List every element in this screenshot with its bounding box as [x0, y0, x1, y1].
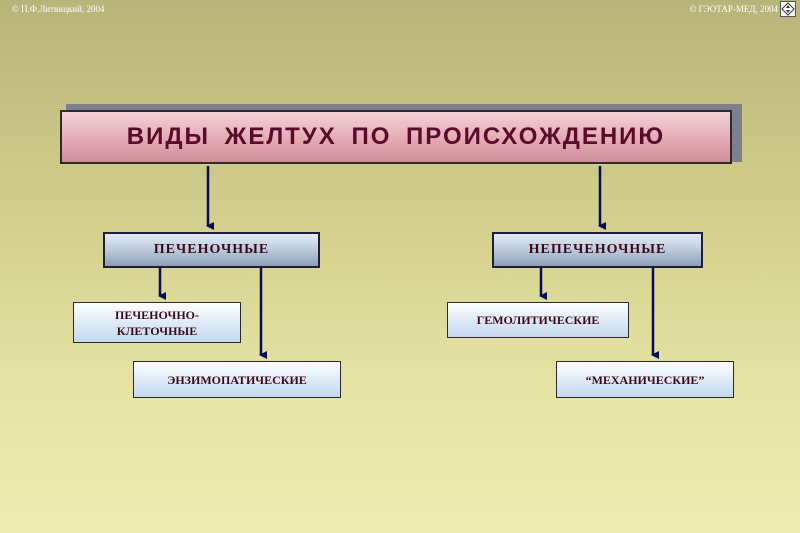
category-hepatic: ПЕЧЕНОЧНЫЕ [103, 232, 320, 268]
title-box: ВИДЫ ЖЕЛТУХ ПО ПРОИСХОЖДЕНИЮ [60, 110, 732, 164]
category-nonhepatic-label: НЕПЕЧЕНОЧНЫЕ [528, 242, 667, 257]
copyright-publisher: © ГЭОТАР-МЕД, 2004 [689, 4, 778, 14]
diagram-title: ВИДЫ ЖЕЛТУХ ПО ПРОИСХОЖДЕНИЮ [126, 123, 666, 150]
type-hemolytic: ГЕМОЛИТИЧЕСКИЕ [447, 302, 629, 338]
type-hemolytic-label: ГЕМОЛИТИЧЕСКИЕ [476, 313, 600, 327]
type-enzymopathic: ЭНЗИМОПАТИЧЕСКИЕ [133, 361, 341, 398]
navigation-diamond-icon[interactable] [780, 1, 796, 17]
category-hepatic-label: ПЕЧЕНОЧНЫЕ [153, 242, 270, 257]
type-hepatocellular: ПЕЧЕНОЧНО-КЛЕТОЧНЫЕ [73, 302, 241, 343]
type-mechanical-label: “МЕХАНИЧЕСКИЕ” [585, 372, 705, 387]
category-nonhepatic: НЕПЕЧЕНОЧНЫЕ [492, 232, 703, 268]
copyright-author: © П.Ф.Литвицкий, 2004 [12, 4, 105, 14]
type-mechanical: “МЕХАНИЧЕСКИЕ” [556, 361, 734, 398]
type-enzymopathic-label: ЭНЗИМОПАТИЧЕСКИЕ [167, 372, 307, 387]
type-hepatocellular-label: ПЕЧЕНОЧНО-КЛЕТОЧНЫЕ [115, 307, 199, 338]
